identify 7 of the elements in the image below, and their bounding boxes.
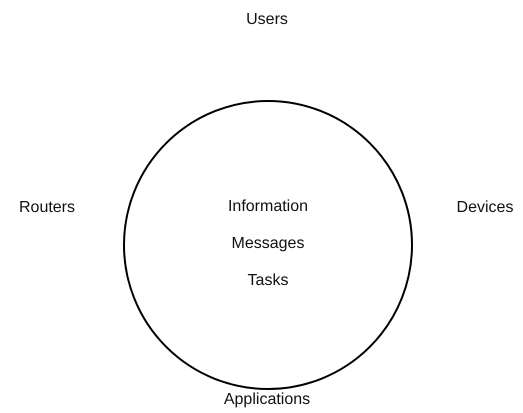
node-text: Information [228, 198, 308, 215]
outer-label: Users [246, 11, 288, 29]
outer-label: Devices [456, 199, 514, 217]
node-text: Tasks [248, 272, 288, 289]
outer-label: Applications [224, 391, 310, 409]
node-text: Messages [232, 235, 304, 252]
outer-label: Routers [18, 199, 76, 217]
